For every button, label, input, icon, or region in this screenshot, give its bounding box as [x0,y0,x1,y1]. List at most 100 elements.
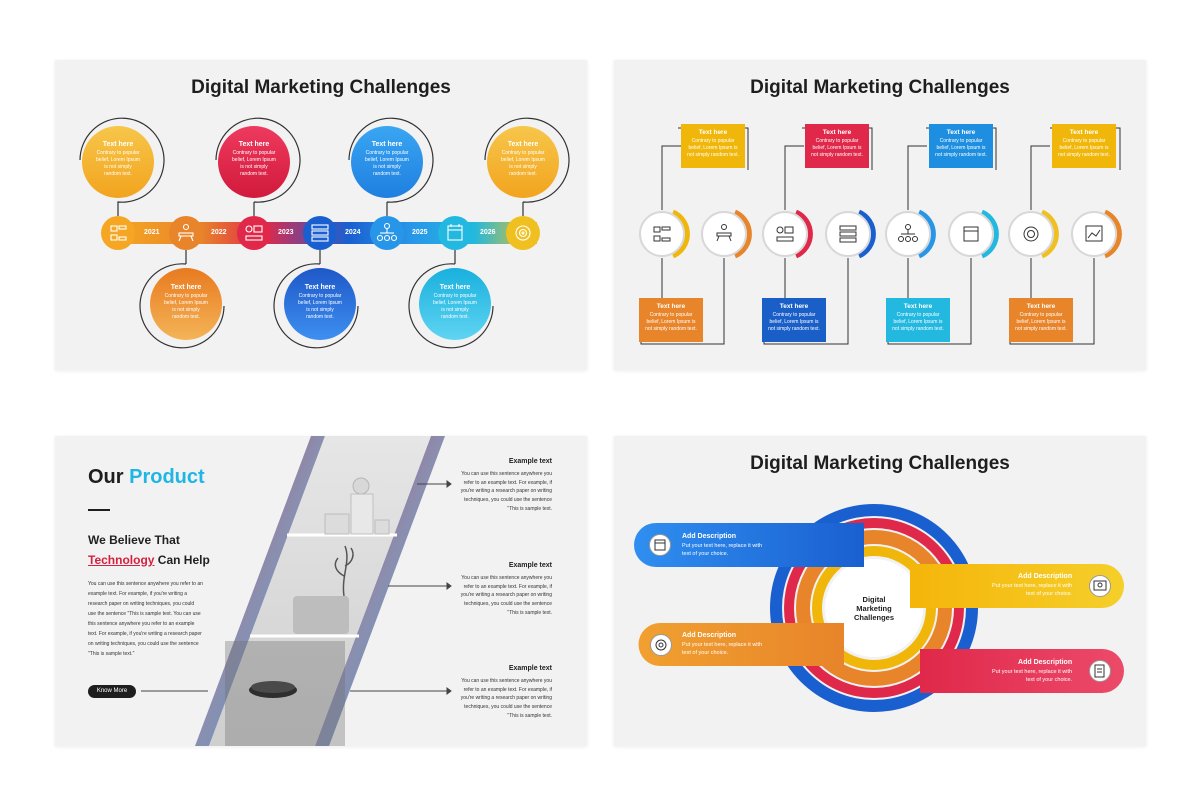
box-body-line: not simply random text. [892,326,944,332]
card-body-line: Contrary to popular [365,150,409,156]
description-line: Put your text here, replace it with [682,642,763,648]
slide-title: Digital Marketing Challenges [750,77,1010,98]
product-paragraph: You can use this sentence anywhere you r… [88,579,208,659]
timeline-card: Text here Contrary to popular belief, Lo… [156,284,216,321]
card-heading: Text here [102,141,134,148]
pedestal-object [374,519,390,535]
item-heading: Example text [508,458,552,465]
description-block: Add Description Put your text here, repl… [992,659,1072,684]
vase-object [293,596,349,634]
plant-object [334,545,354,597]
box-heading: Text here [656,303,686,310]
box-heading: Text here [946,129,976,136]
slide-boxes: Digital Marketing Challenges [614,60,1146,370]
item-body-line: you're writing a research paper on writi… [460,592,552,599]
card-body-line: belief, Lorem Ipsum [96,157,140,163]
box-heading: Text here [822,129,852,136]
description-line: text of your choice. [682,650,729,656]
slide-circles: Digital Marketing Challenges Digital Mar… [614,436,1146,746]
product-graphic [141,436,452,746]
card-connector [215,117,301,216]
timeline-graphic [79,117,570,349]
item-body-line: You can use this sentence anywhere you [461,471,552,477]
gear-network-icon [650,634,672,656]
slide-title: Digital Marketing Challenges [750,453,1010,474]
node-circle [1008,211,1054,257]
process-icon [776,226,794,242]
card-body-line: Contrary to popular [298,293,342,299]
title-divider [88,509,110,511]
product-photo-band [209,436,431,746]
box-connector [784,145,804,210]
center-line: Marketing [856,604,892,613]
node-arc [1103,209,1122,259]
item-body-line: "This is sample text. [507,609,552,616]
node-circle [701,211,747,257]
info-box: Text here Contrary to popular belief, Lo… [886,298,950,342]
item-body-line: You can use this sentence anywhere you [461,678,552,684]
item-body-line: "This is sample text. [507,712,552,719]
server-icon [311,224,329,242]
description-pill [634,523,864,567]
report-icon [1085,225,1103,242]
subtitle-highlight: Technology [88,553,155,567]
info-box: Text here Contrary to popular belief, Lo… [1009,298,1073,342]
puck-top [251,681,295,693]
center-line: Challenges [853,613,894,622]
know-more-button[interactable]: Know More [88,685,136,698]
box-body-line: Contrary to popular [939,138,983,144]
document-edit-icon [1089,660,1111,682]
pedestal-object [324,513,350,535]
box-body-line: not simply random text. [645,326,697,332]
card-body-line: belief, Lorem Ipsum [501,157,545,163]
item-body-line: "This is sample text. [507,505,552,512]
description-heading: Add Description [682,632,737,639]
arrow-head [446,582,452,590]
server-icon [839,225,857,243]
card-circle [351,126,423,198]
item-body-line: you're writing a research paper on writi… [460,695,552,702]
timeline-card: Text here Contrary to popular belief, Lo… [88,141,148,178]
hierarchy-icon [376,222,398,242]
slide-title: Digital Marketing Challenges [191,77,451,98]
box-body-line: belief, Lorem Ipsum is [646,319,696,325]
description-block: Add Description Put your text here, repl… [682,632,762,657]
description-line: Put your text here, replace it with [992,669,1073,675]
description-pill [920,649,1124,693]
node-arc [917,209,936,259]
box-body-line: Contrary to popular [1019,312,1063,318]
box-body-line: Contrary to popular [815,138,859,144]
item-body-line: You can use this sentence anywhere you [461,575,552,581]
card-body-line: Contrary to popular [501,150,545,156]
card-body-line: is not simply [509,164,537,170]
card-body-line: belief, Lorem Ipsum [433,300,477,306]
node-arc [980,209,999,259]
card-body-line: belief, Lorem Ipsum [164,300,208,306]
meeting-icon [178,223,194,242]
node-arc [857,209,876,259]
timeline-node [438,216,472,250]
info-box: Text here Contrary to popular belief, Lo… [805,124,869,168]
node-arc [733,209,752,259]
timeline-card: Text here Contrary to popular belief, Lo… [224,141,284,178]
card-body-line: belief, Lorem Ipsum [365,157,409,163]
description-pill [638,623,844,666]
band-edge-left [195,436,325,746]
card-body-line: belief, Lorem Ipsum [232,157,276,163]
sphere-object [352,477,370,495]
box-heading: Text here [779,303,809,310]
card-body-line: is not simply [441,307,469,313]
calendar-icon [447,224,463,241]
workflow-icon [653,226,671,242]
card-connector [139,250,225,349]
hierarchy-icon [898,224,918,242]
title-part-2: Product [129,466,205,488]
box-body-line: not simply random text. [935,152,987,158]
year-label: 2025 [412,229,428,236]
node-circle [639,211,685,257]
description-line: Put your text here, replace it with [682,543,763,549]
description-heading: Add Description [1018,659,1073,666]
card-heading: Text here [507,141,539,148]
card-circle [487,126,559,198]
card-body-line: Contrary to popular [433,293,477,299]
